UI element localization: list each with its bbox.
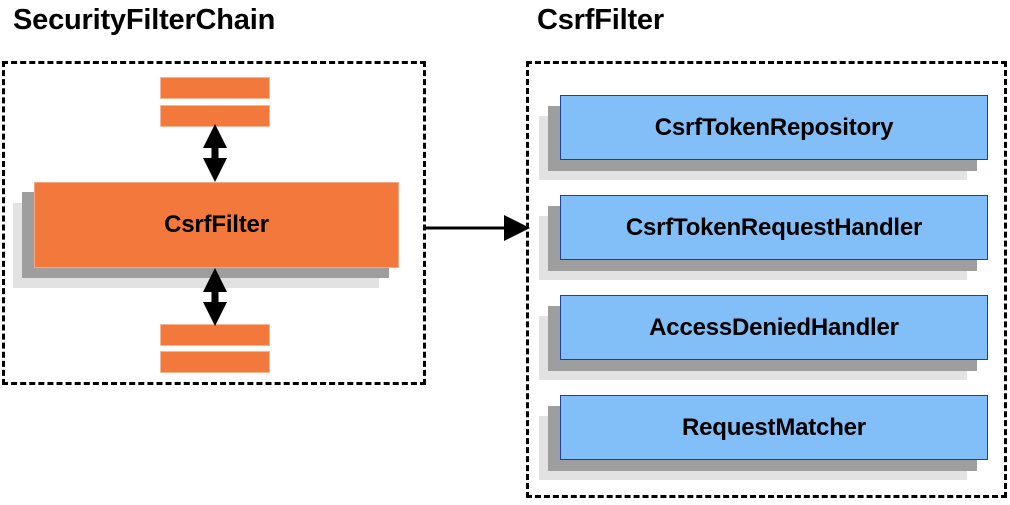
csrf-filter-expands-to-arrow-icon	[424, 215, 530, 241]
component-card-csrf-token-repository[interactable]: CsrfTokenRepository	[539, 95, 991, 183]
component-card-face[interactable]: CsrfTokenRequestHandler	[560, 195, 988, 260]
component-card-access-denied-handler[interactable]: AccessDeniedHandler	[539, 295, 991, 383]
component-card-label: AccessDeniedHandler	[649, 313, 899, 341]
component-card-request-matcher[interactable]: RequestMatcher	[539, 395, 991, 483]
csrf-filter-card-face[interactable]: CsrfFilter	[34, 182, 399, 268]
filter-bar-bottom-1	[160, 324, 270, 346]
filter-bar-top-1	[160, 77, 270, 99]
component-card-label: RequestMatcher	[682, 413, 866, 441]
csrf-filter-container	[526, 61, 1007, 498]
security-filter-chain-title: SecurityFilterChain	[13, 4, 276, 36]
component-card-face[interactable]: CsrfTokenRepository	[560, 95, 988, 160]
component-card-csrf-token-request-handler[interactable]: CsrfTokenRequestHandler	[539, 195, 991, 283]
filter-bar-top-2	[160, 105, 270, 127]
csrf-filter-card[interactable]: CsrfFilter	[13, 182, 403, 292]
filter-bar-bottom-2	[160, 351, 270, 373]
component-card-label: CsrfTokenRequestHandler	[625, 213, 923, 241]
component-card-face[interactable]: AccessDeniedHandler	[560, 295, 988, 360]
csrf-filter-title: CsrfFilter	[537, 4, 664, 36]
component-card-label: CsrfTokenRepository	[654, 113, 894, 141]
security-filter-chain-container	[2, 61, 426, 385]
csrf-filter-card-label: CsrfFilter	[164, 211, 269, 238]
component-card-face[interactable]: RequestMatcher	[560, 395, 988, 460]
